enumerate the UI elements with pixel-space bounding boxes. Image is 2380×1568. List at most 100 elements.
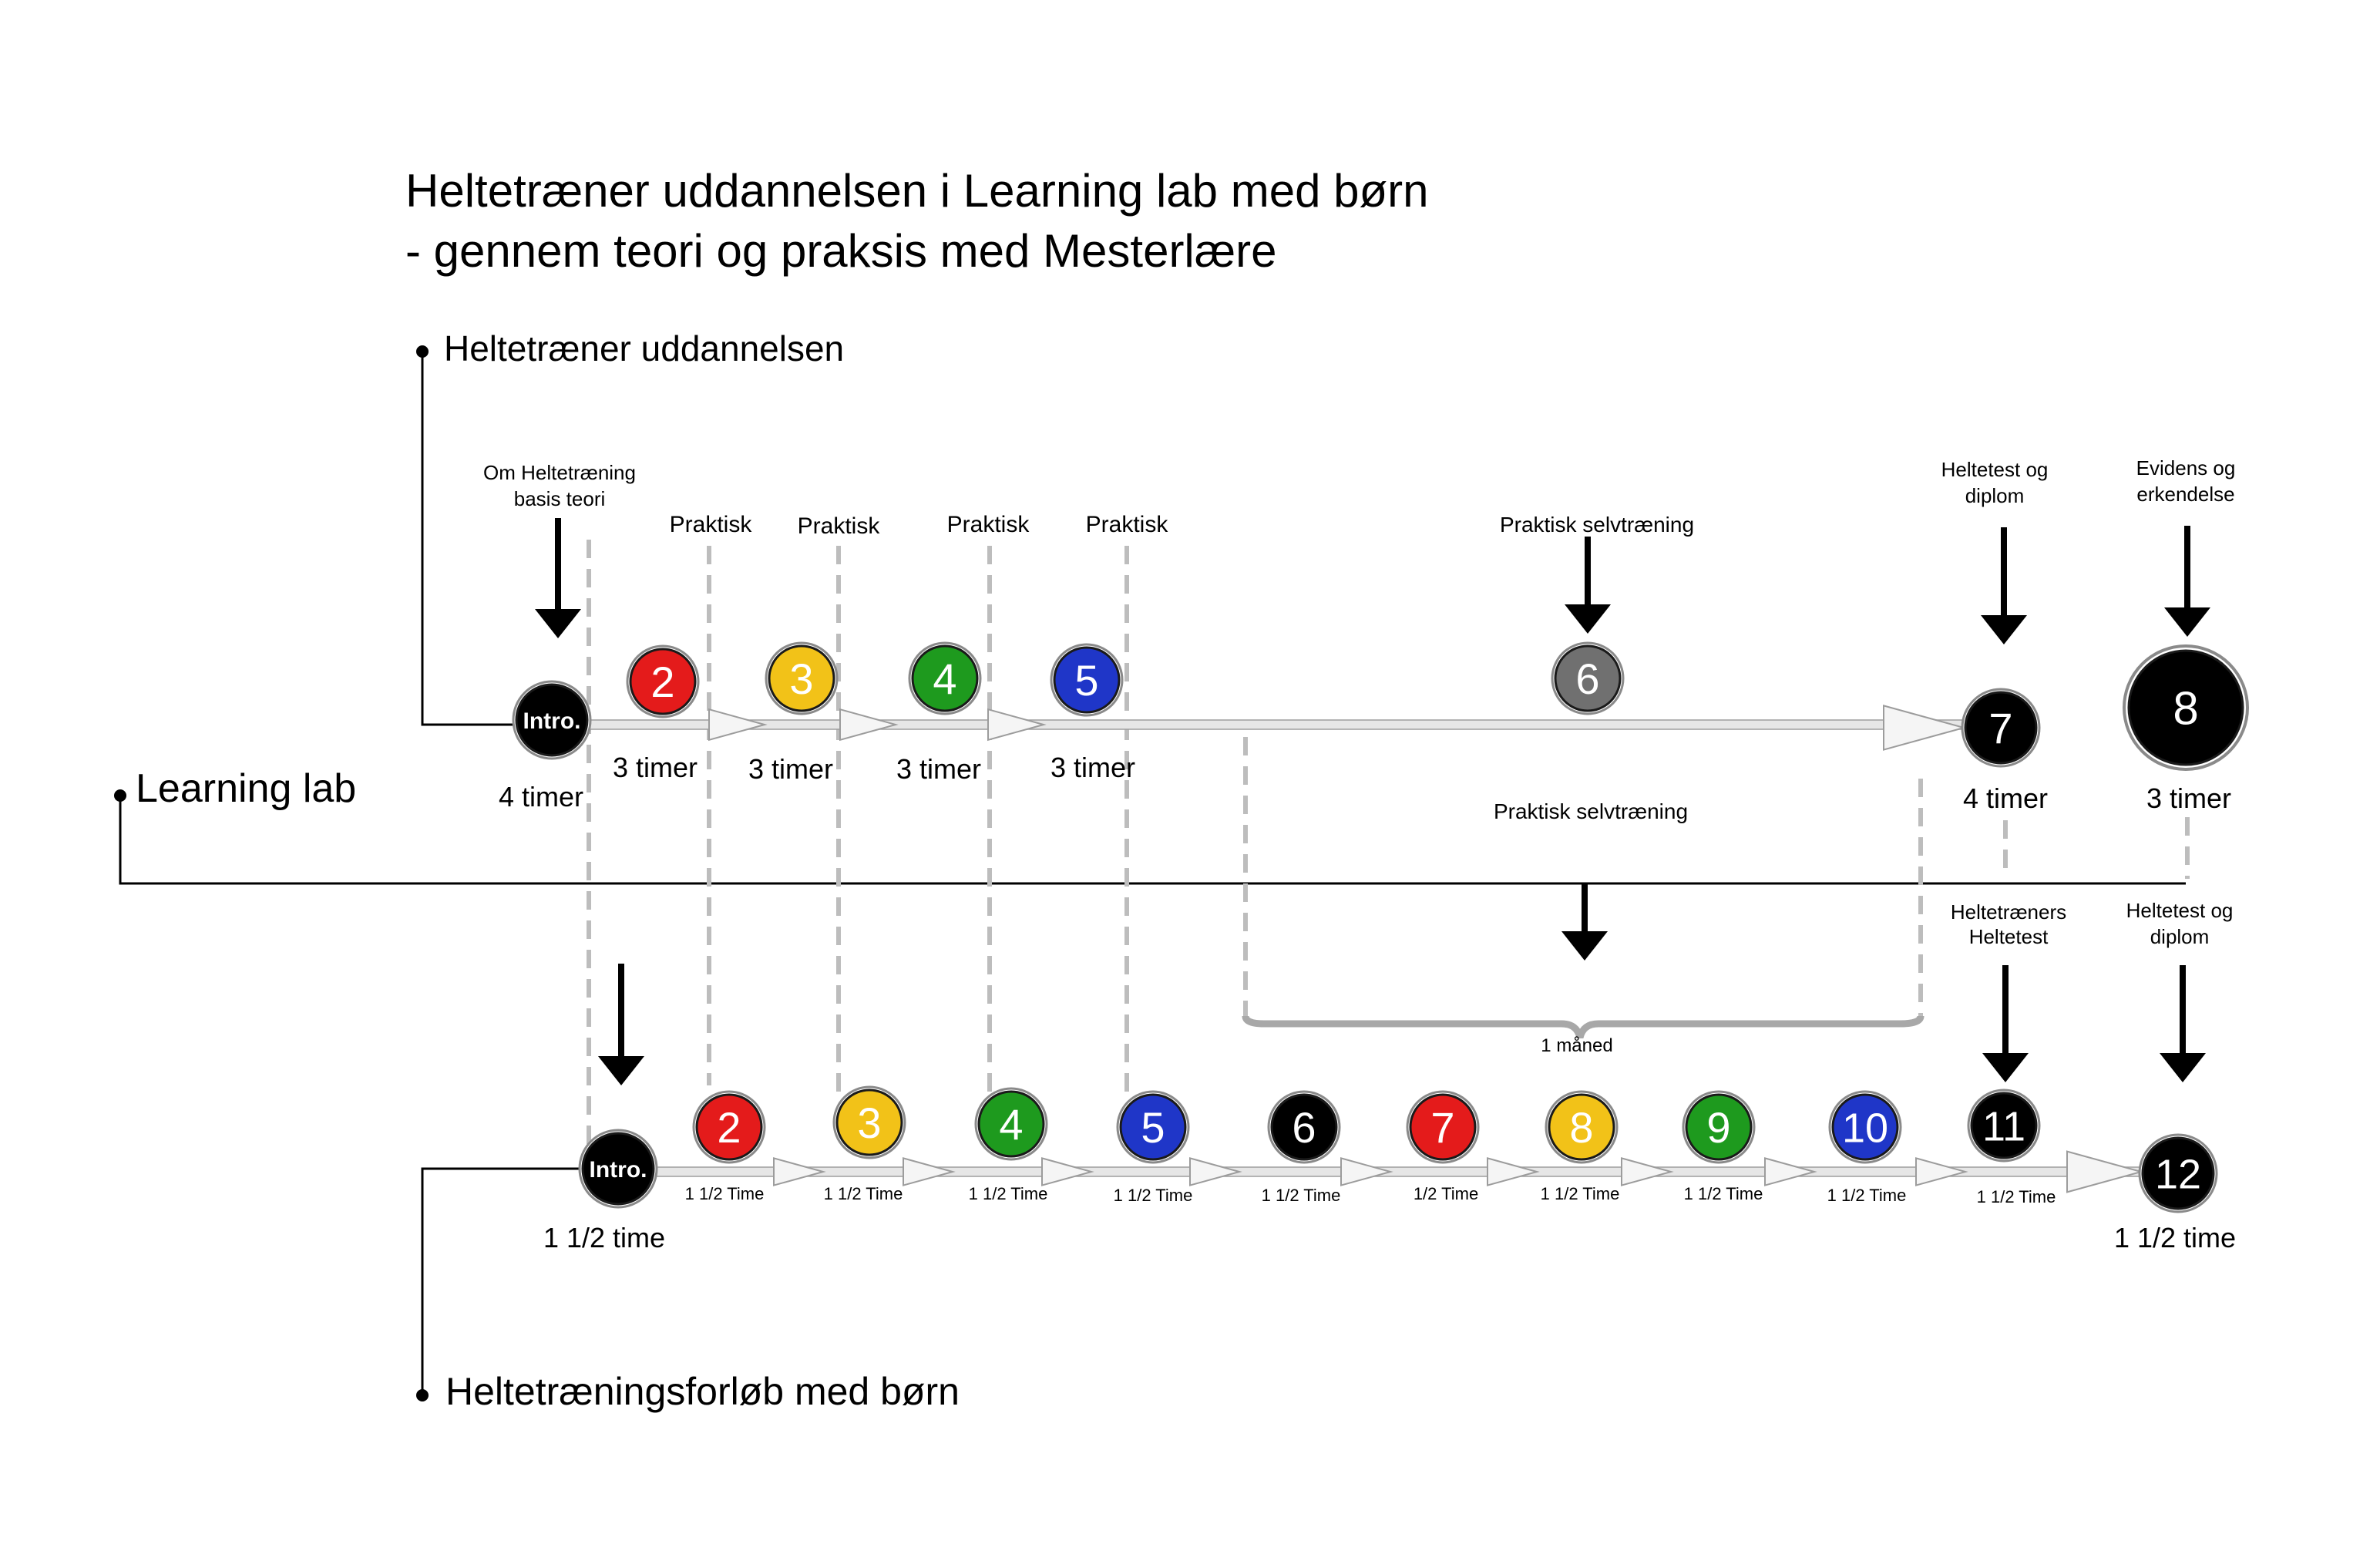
note-intro-line-2: basis teori	[514, 487, 606, 510]
note-praktisk-1: Praktisk	[670, 512, 753, 537]
bottom-duration-1: 1 1/2 Time	[685, 1184, 765, 1203]
bottom-duration-6: 1/2 Time	[1414, 1184, 1478, 1203]
top-duration-0: 4 timer	[499, 781, 583, 813]
bottom-node-9: 10	[1828, 1090, 1902, 1164]
note-test-line-2: diplom	[1965, 484, 2025, 507]
bottom-chevron-2	[1041, 1157, 1094, 1186]
note-intro-line-1: Om Heltetræning	[483, 461, 636, 484]
top-node-4-label: 5	[1074, 656, 1098, 705]
top-node-2-label: 3	[789, 654, 813, 703]
bottom-chevron-4	[1340, 1157, 1393, 1186]
month-brace	[1242, 1015, 1925, 1039]
bottom-duration-4: 1 1/2 Time	[1114, 1186, 1193, 1205]
note-praktisk-4: Praktisk	[1086, 512, 1169, 537]
top-track-dot	[416, 345, 429, 358]
bottom-duration-9: 1 1/2 Time	[1827, 1186, 1907, 1205]
bottom-duration-7: 1 1/2 Time	[1541, 1184, 1620, 1203]
top-node-3-label: 4	[933, 654, 956, 703]
bottom-node-0: Intro.	[578, 1129, 658, 1209]
bottom-node-9-label: 10	[1842, 1105, 1888, 1151]
note-test-diploma-line-1: Heltetest og	[2126, 899, 2234, 922]
bottom-chevron-9	[2066, 1150, 2144, 1193]
top-node-0-label: Intro.	[523, 708, 581, 734]
bottom-node-2: 3	[832, 1085, 906, 1159]
top-node-0: Intro.	[512, 680, 592, 760]
top-duration-4: 3 timer	[1050, 752, 1135, 783]
track-connectors	[119, 352, 2186, 1392]
bottom-chevron-5	[1487, 1157, 1540, 1186]
note-trainer-test-line-1: Heltetræners	[1951, 900, 2066, 924]
top-track-nodes: Intro. 2 3 4 5 6 7 8	[512, 641, 2249, 771]
title-line-1: Heltetræner uddannelsen i Learning lab m…	[405, 165, 1428, 217]
bottom-node-5-label: 6	[1292, 1103, 1316, 1152]
bottom-duration-11: 1 1/2 time	[2114, 1222, 2236, 1253]
down-arrow-4	[1561, 883, 1608, 961]
arrows-layer	[535, 518, 2210, 1085]
note-praktisk-3: Praktisk	[947, 512, 1030, 537]
bottom-duration-8: 1 1/2 Time	[1684, 1184, 1763, 1203]
top-duration-6: 4 timer	[1963, 782, 2048, 814]
top-node-7: 8	[2123, 644, 2249, 771]
bottom-track-durations: 1 1/2 time 1 1/2 Time 1 1/2 Time 1 1/2 Time…	[543, 1184, 2236, 1253]
note-trainer-test-line-2: Heltetest	[1969, 925, 2049, 948]
learning-lab-label: Learning lab	[136, 766, 356, 811]
bottom-node-6-label: 7	[1430, 1103, 1454, 1152]
top-track-bar	[585, 719, 1997, 730]
down-arrow-2	[1981, 527, 2027, 644]
down-arrow-3	[2164, 526, 2210, 637]
bottom-chevron-3	[1189, 1157, 1242, 1186]
bottom-node-8: 9	[1682, 1090, 1756, 1164]
bottom-chevron-1	[903, 1157, 956, 1186]
top-track-line	[585, 705, 1997, 751]
bottom-node-4: 5	[1116, 1090, 1190, 1164]
top-chevron-1	[839, 708, 899, 742]
bottom-node-3-label: 4	[999, 1100, 1023, 1149]
bottom-node-5: 6	[1267, 1090, 1341, 1164]
bottom-node-11: 12	[2138, 1133, 2218, 1213]
top-track-label: Heltetræner uddannelsen	[444, 328, 844, 368]
bottom-node-1: 2	[692, 1090, 766, 1164]
top-duration-2: 3 timer	[748, 753, 833, 785]
bottom-duration-0: 1 1/2 time	[543, 1222, 665, 1253]
bottom-node-7: 8	[1545, 1090, 1619, 1164]
down-arrow-7	[2160, 965, 2206, 1082]
top-duration-7: 3 timer	[2146, 782, 2231, 814]
bottom-node-3: 4	[974, 1087, 1048, 1161]
bottom-duration-2: 1 1/2 Time	[824, 1184, 903, 1203]
top-node-1-label: 2	[650, 658, 674, 706]
note-evidence-line-1: Evidens og	[2136, 456, 2236, 479]
learning-lab-dot	[114, 789, 126, 802]
bottom-chevron-7	[1764, 1157, 1817, 1186]
down-arrow-1	[1565, 537, 1611, 634]
bottom-node-10: 11	[1967, 1089, 2041, 1163]
top-node-5: 6	[1551, 641, 1625, 715]
note-selftraining-middle: Praktisk selvtræning	[1494, 799, 1688, 823]
down-arrow-0	[535, 518, 581, 638]
top-duration-3: 3 timer	[896, 753, 981, 785]
top-node-3: 4	[908, 641, 982, 715]
bottom-track-dot	[416, 1389, 429, 1401]
bottom-duration-10: 1 1/2 Time	[1977, 1187, 2056, 1206]
top-node-6-label: 7	[1988, 704, 2012, 752]
bottom-node-11-label: 12	[2155, 1151, 2201, 1197]
bottom-track-connector	[421, 1167, 586, 1392]
down-arrow-6	[1982, 965, 2029, 1082]
note-evidence-line-2: erkendelse	[2136, 483, 2234, 506]
bottom-node-6: 7	[1406, 1090, 1480, 1164]
bottom-node-0-label: Intro.	[590, 1157, 647, 1183]
note-test-line-1: Heltetest og	[1941, 458, 2049, 481]
top-node-1: 2	[626, 644, 700, 718]
bottom-duration-3: 1 1/2 Time	[969, 1184, 1048, 1203]
note-praktisk-2: Praktisk	[798, 513, 881, 539]
down-arrow-5	[598, 964, 644, 1085]
bottom-track-label: Heltetræningsforløb med børn	[445, 1370, 960, 1413]
top-chevron-3	[1883, 705, 1967, 751]
bottom-chevron-6	[1621, 1157, 1674, 1186]
top-node-5-label: 6	[1575, 654, 1599, 703]
top-track-connector	[421, 352, 518, 726]
title-line-2: - gennem teori og praksis med Mesterlære	[405, 225, 1276, 277]
top-node-7-label: 8	[2173, 683, 2198, 735]
top-chevron-0	[708, 708, 768, 742]
